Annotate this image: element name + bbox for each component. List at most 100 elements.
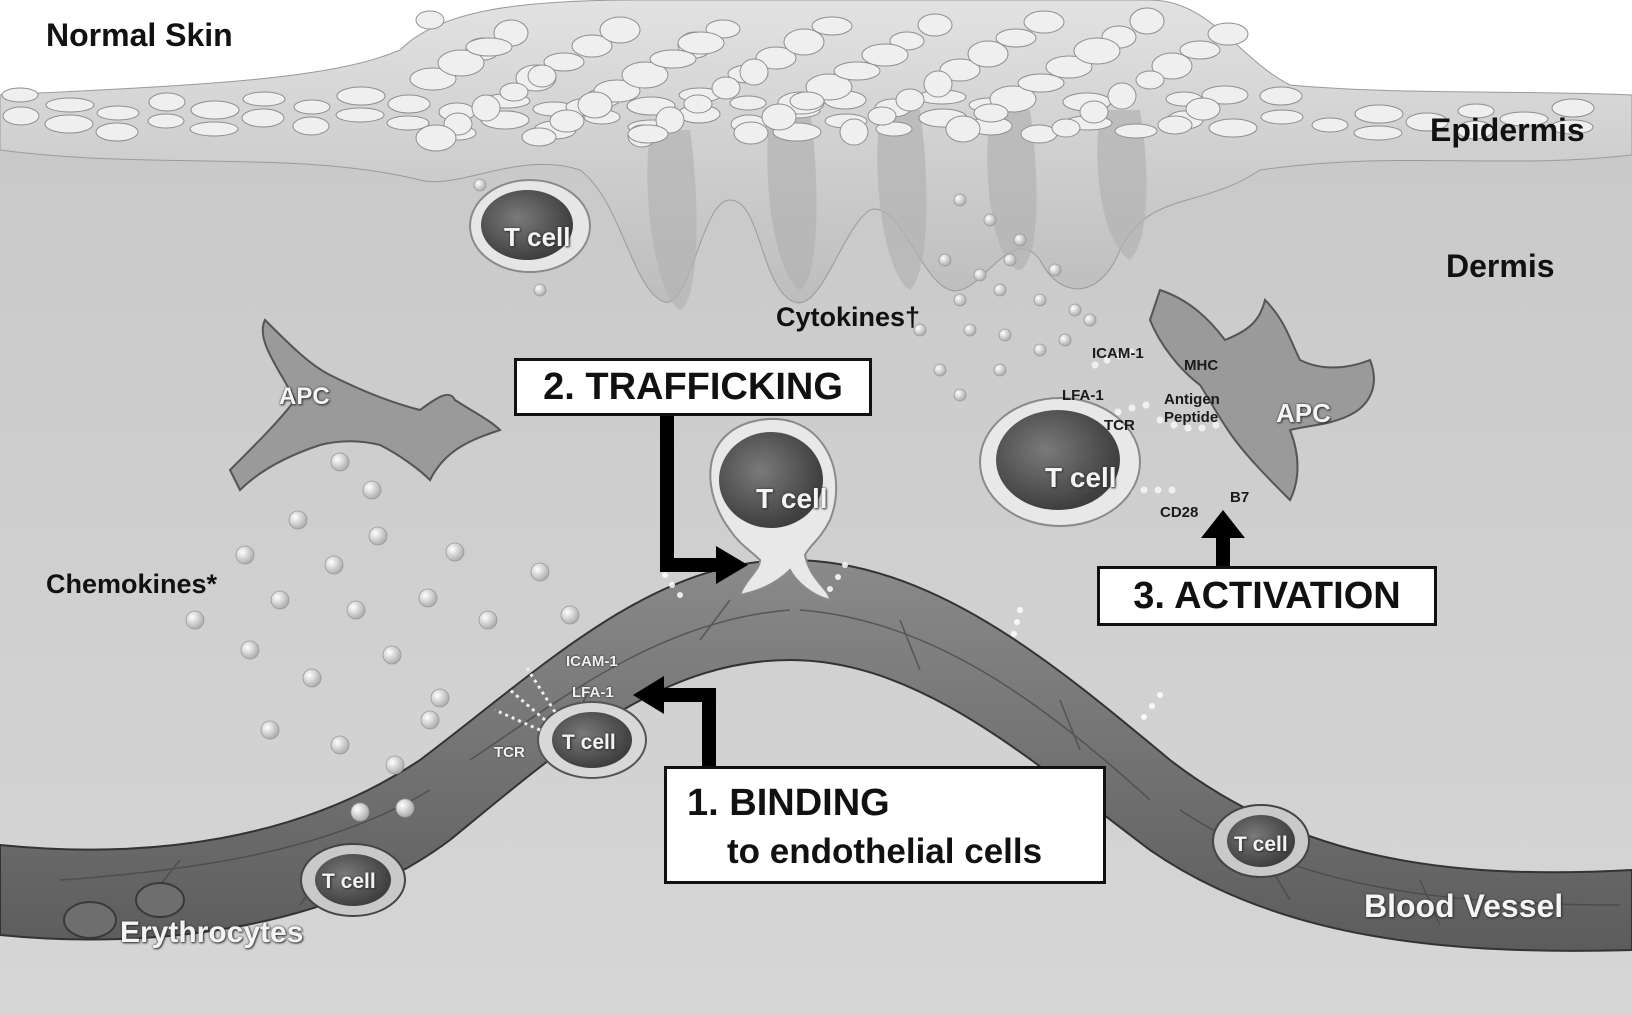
epidermal-cell (96, 123, 138, 141)
epidermal-cell (868, 107, 896, 125)
epidermal-cell (1080, 101, 1108, 123)
cytokine-dot (984, 214, 996, 226)
binding-step-box: 1. BINDING to endothelial cells (664, 766, 1106, 884)
epidermal-cell (416, 125, 456, 151)
icam1-label: ICAM-1 (1092, 346, 1144, 361)
binding-step-subtitle: to endothelial cells (727, 833, 1042, 872)
epidermal-cell (684, 95, 712, 113)
epidermal-cell (790, 92, 824, 110)
epidermal-cell (46, 98, 94, 112)
chemokine-dot (236, 546, 254, 564)
epidermal-cell (1130, 8, 1164, 34)
peptide-label: Peptide (1164, 410, 1218, 425)
epidermal-cell (528, 65, 556, 87)
chemokine-dot (289, 511, 307, 529)
epidermal-cell (946, 116, 980, 142)
cytokine-dot (954, 389, 966, 401)
epidermal-cell (3, 107, 39, 125)
cytokines-label: Cytokines† (776, 304, 920, 331)
epidermal-cell (734, 122, 768, 144)
epidermal-cell (1024, 11, 1064, 33)
cytokine-dot (1004, 254, 1016, 266)
epidermal-cell (243, 92, 285, 106)
chemokines-label: Chemokines* (46, 571, 217, 598)
b7-label: B7 (1230, 490, 1249, 505)
epidermal-cell (149, 93, 185, 111)
cytokine-dot (1059, 334, 1071, 346)
epidermal-cell (1355, 105, 1403, 123)
antigen-label: Antigen (1164, 392, 1220, 407)
epidermis-label: Epidermis (1430, 114, 1585, 146)
cytokine-dot (1034, 344, 1046, 356)
chemokine-dot (531, 563, 549, 581)
epidermal-cell (1261, 110, 1303, 124)
cytokine-dot (974, 269, 986, 281)
tcr-label: TCR (1104, 418, 1135, 433)
epidermal-cell (730, 96, 766, 110)
cytokine-dot (994, 364, 1006, 376)
chemokine-dot (363, 481, 381, 499)
epidermal-cell (896, 89, 924, 111)
apc-label: APC (279, 385, 330, 409)
chemokine-dot (261, 721, 279, 739)
epidermal-cell (628, 125, 668, 143)
epidermal-cell (812, 17, 852, 35)
epidermal-cell (191, 101, 239, 119)
epidermal-cell (862, 44, 908, 66)
epidermal-cell (1354, 126, 1402, 140)
epidermal-cell (1108, 83, 1136, 109)
epidermal-cell (1074, 38, 1120, 64)
chemokine-dot (186, 611, 204, 629)
epidermal-cell (242, 109, 284, 127)
epidermal-cell (500, 83, 528, 101)
blood-vessel-label: Blood Vessel (1364, 890, 1563, 922)
chemokine-dot (271, 591, 289, 609)
epidermal-cell (740, 59, 768, 85)
chemokine-dot (396, 799, 414, 817)
epidermal-cell (712, 77, 740, 99)
epidermal-cell (974, 104, 1008, 122)
epidermal-cell (293, 117, 329, 135)
chemokine-dot (383, 646, 401, 664)
cytokine-dot (999, 329, 1011, 341)
dermis-label: Dermis (1446, 250, 1555, 282)
t-cell-label: T cell (756, 485, 828, 513)
t-cell-label: T cell (322, 871, 376, 892)
chemokine-dot (421, 711, 439, 729)
cytokine-dot (1014, 234, 1026, 246)
trafficking-step-box: 2. TRAFFICKING (514, 358, 872, 416)
chemokine-dot (419, 589, 437, 607)
epidermal-cell (1312, 118, 1348, 132)
cytokine-dot (994, 284, 1006, 296)
t-cell-label: T cell (1045, 464, 1117, 492)
cytokine-dot (474, 179, 486, 191)
chemokine-dot (369, 527, 387, 545)
epidermal-cell (190, 122, 238, 136)
chemokine-dot (325, 556, 343, 574)
lfa1-label: LFA-1 (1062, 388, 1104, 403)
epidermal-cell (2, 88, 38, 102)
epidermal-cell (336, 108, 384, 122)
t-cell-label: T cell (1234, 834, 1288, 855)
icam1-label: ICAM-1 (566, 654, 618, 669)
cytokine-dot (954, 194, 966, 206)
epidermal-cell (148, 114, 184, 128)
t-cell-label: T cell (504, 224, 570, 250)
erythrocytes-label: Erythrocytes (120, 918, 303, 948)
epidermal-cell (996, 29, 1036, 47)
trafficking-step-title: 2. TRAFFICKING (543, 366, 843, 408)
epidermal-cell (918, 14, 952, 36)
epidermal-cell (1158, 116, 1192, 134)
epidermal-cell (472, 95, 500, 121)
epidermal-cell (840, 119, 868, 145)
chemokine-dot (347, 601, 365, 619)
epidermal-cell (600, 17, 640, 43)
chemokine-dot (446, 543, 464, 561)
cytokine-dot (954, 294, 966, 306)
epidermal-cell (337, 87, 385, 105)
epidermal-cell (1209, 119, 1257, 137)
epidermal-cell (1115, 124, 1157, 138)
epidermal-cell (1260, 87, 1302, 105)
epidermal-cell (466, 38, 512, 56)
cytokine-dot (534, 284, 546, 296)
